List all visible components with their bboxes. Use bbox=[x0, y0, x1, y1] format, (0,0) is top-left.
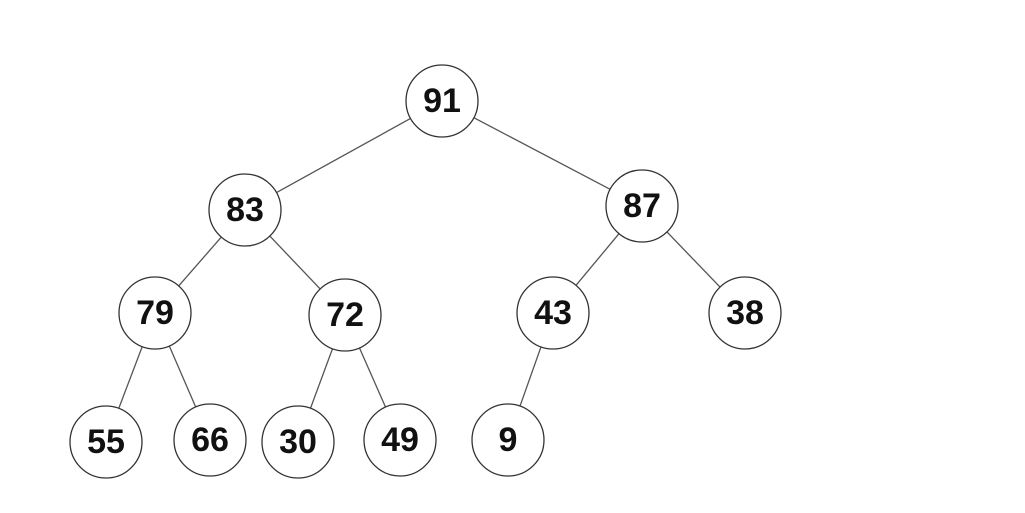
node-circle bbox=[308, 278, 382, 352]
node-circle bbox=[471, 403, 545, 477]
node-circle bbox=[118, 276, 192, 350]
node-label: 43 bbox=[534, 294, 572, 332]
tree-node: 79 bbox=[118, 276, 192, 350]
tree-node: 72 bbox=[308, 278, 382, 352]
node-label: 72 bbox=[326, 296, 364, 334]
tree-edge bbox=[473, 117, 611, 190]
node-label: 30 bbox=[279, 423, 317, 461]
tree-edge bbox=[575, 233, 620, 286]
node-circle bbox=[173, 403, 247, 477]
tree-node: 55 bbox=[69, 405, 143, 479]
node-circle bbox=[261, 405, 335, 479]
node-label: 83 bbox=[226, 191, 264, 229]
tree-node: 66 bbox=[173, 403, 247, 477]
tree-edge bbox=[168, 345, 197, 408]
node-label: 79 bbox=[136, 294, 174, 332]
node-circle bbox=[405, 64, 479, 138]
node-label: 87 bbox=[623, 187, 661, 225]
node-circle bbox=[208, 173, 282, 247]
node-label: 66 bbox=[191, 421, 229, 459]
tree-node: 30 bbox=[261, 405, 335, 479]
node-circle bbox=[516, 276, 590, 350]
edges-layer bbox=[118, 117, 721, 409]
tree-edge bbox=[178, 236, 222, 287]
tree-edge bbox=[276, 117, 411, 194]
node-circle bbox=[708, 276, 782, 350]
node-circle bbox=[605, 169, 679, 243]
nodes-layer: 91 83 87 79 72 43 38 55 66 30 49 9 bbox=[69, 64, 782, 479]
node-label: 49 bbox=[381, 421, 419, 459]
node-circle bbox=[69, 405, 143, 479]
node-label: 55 bbox=[87, 423, 125, 461]
node-label: 9 bbox=[499, 421, 518, 459]
tree-edge bbox=[666, 231, 721, 288]
tree-node: 83 bbox=[208, 173, 282, 247]
node-circle bbox=[363, 403, 437, 477]
tree-node: 91 bbox=[405, 64, 479, 138]
tree-node: 43 bbox=[516, 276, 590, 350]
node-label: 91 bbox=[423, 82, 461, 120]
tree-edge bbox=[118, 346, 143, 409]
tree-node: 49 bbox=[363, 403, 437, 477]
tree-node: 87 bbox=[605, 169, 679, 243]
tree-node: 9 bbox=[471, 403, 545, 477]
tree-edge bbox=[519, 346, 542, 407]
tree-node: 38 bbox=[708, 276, 782, 350]
tree-edge bbox=[358, 347, 387, 408]
tree-edge bbox=[269, 235, 321, 290]
node-label: 38 bbox=[726, 294, 764, 332]
tree-edge bbox=[309, 348, 334, 409]
